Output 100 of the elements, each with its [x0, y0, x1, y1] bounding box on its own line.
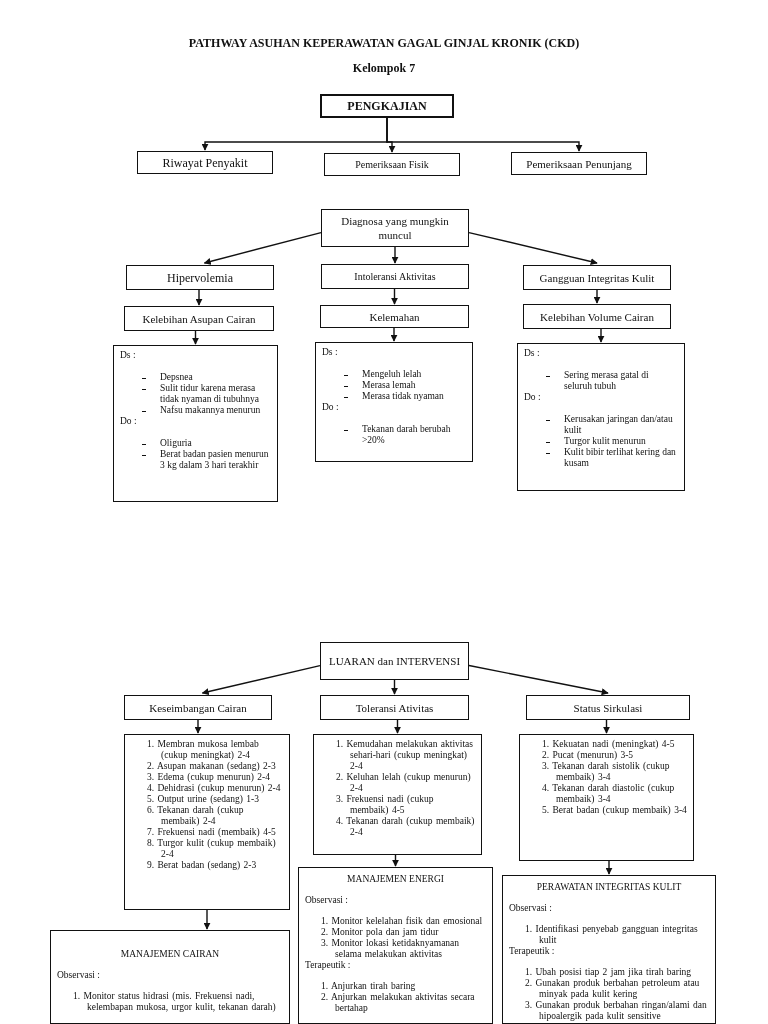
numbered-item: 9. Berat badan (sedang) 2-3 — [146, 860, 258, 871]
numbered-item: 3. Tekanan darah sistolik (cukup membaik) 3-4 — [541, 761, 671, 783]
process-box — [324, 153, 460, 176]
process-box — [320, 305, 469, 328]
list-box — [113, 345, 278, 502]
numbered-item: 8. Turgor kulit (cukup membaik) 2-4 — [146, 838, 277, 860]
list-item-text: Sulit tidur karena merasa tidak nyaman di tubuhnya — [160, 383, 260, 405]
numbered-item: 4. Tekanan darah (cukup membaik) 2-4 — [335, 816, 475, 838]
arrow — [192, 330, 199, 345]
numbered-item: 5. Output urine (sedang) 1-3 — [146, 794, 260, 805]
numbered-item: 6. Tekanan darah (cukup membaik) 2-4 — [146, 805, 245, 827]
arrow — [391, 679, 398, 695]
box-label: Keseimbangan Cairan — [148, 700, 248, 715]
process-box — [137, 151, 273, 174]
box-label: Hipervolemia — [166, 270, 234, 285]
arrow — [468, 231, 598, 265]
process-box — [523, 304, 671, 329]
section-label: Do : — [322, 402, 339, 412]
section-label: Ds : — [524, 348, 540, 358]
arrow — [390, 327, 398, 342]
box-label: Pemeriksaan Penunjang — [525, 156, 633, 171]
arrow — [597, 328, 605, 343]
numbered-item: 7. Frekuensi nadi (membaik) 4-5 — [146, 827, 277, 838]
section-label: Terapeutik : — [305, 960, 351, 970]
numbered-item: 1. Monitor status hidrasi (mis. Frekuensi nadi, kelembapan mukosa, urgor kulit, tekanan darah) — [72, 991, 277, 1013]
section-label: Observasi : — [509, 903, 552, 913]
section-label: Observasi : — [57, 970, 100, 980]
arrow — [593, 289, 601, 304]
numbered-item: 3. Monitor lokasi ketidaknyamanan selama melakukan aktivitas — [320, 938, 461, 960]
process-box — [320, 642, 469, 680]
numbered-item: 1. Ubah posisi tiap 2 jam jika tirah baring — [524, 967, 693, 978]
list-item-text: Oliguria — [160, 438, 192, 449]
section-label: Ds : — [120, 350, 136, 360]
process-box — [320, 695, 469, 720]
box-label: Pemeriksaan Fisik — [354, 157, 430, 172]
numbered-item: 3. Edema (cukup menurun) 2-4 — [146, 772, 271, 783]
numbered-item: 4. Tekanan darah diastolic (cukup membaik) 3-4 — [541, 783, 676, 805]
section-label: Observasi : — [305, 895, 348, 905]
list-box — [50, 930, 290, 1024]
box-label: Diagnosa yang mungkin muncul — [340, 214, 450, 242]
box-heading: MANAJEMEN ENERGI — [346, 874, 445, 885]
process-box — [321, 209, 469, 247]
box-label: Kelebihan Asupan Cairan — [141, 311, 257, 326]
numbered-item: 2. Gunakan produk berbahan petroleum atau minyak pada kulit kering — [524, 978, 701, 1000]
arrow — [203, 909, 211, 930]
list-box — [313, 734, 482, 855]
numbered-item: 1. Membran mukosa lembab (cukup meningkat) 2-4 — [146, 739, 260, 761]
list-item-text: Tekanan darah berubah >20% — [362, 424, 452, 446]
arrow — [386, 117, 583, 152]
section-label: Ds : — [322, 347, 338, 357]
list-box — [502, 875, 716, 1024]
process-box — [320, 94, 454, 118]
list-item-text: Sering merasa gatal di seluruh tubuh — [564, 370, 650, 392]
list-item-text: Merasa lemah — [362, 380, 416, 391]
numbered-item: 1. Kemudahan melakukan aktivitas sehari-hari (cukup meningkat) 2-4 — [335, 739, 475, 772]
list-item-text: Mengeluh lelah — [362, 369, 422, 380]
list-box — [124, 734, 290, 910]
process-box — [523, 265, 671, 290]
numbered-item: 1. Kekuatan nadi (meningkat) 4-5 — [541, 739, 676, 750]
list-item-text: Nafsu makannya menurun — [160, 405, 261, 416]
box-label: Riwayat Penyakit — [161, 155, 249, 170]
arrow — [203, 231, 322, 265]
list-box — [315, 342, 473, 462]
list-box — [517, 343, 685, 491]
box-label: Intoleransi Aktivitas — [353, 269, 437, 284]
arrow — [391, 246, 399, 264]
process-box — [526, 695, 690, 720]
list-item-text: Berat badan pasien menurun 3 kg dalam 3 hari terakhir — [160, 449, 270, 471]
numbered-item: 3. Frekuensi nadi (cukup membaik) 4-5 — [335, 794, 435, 816]
arrow — [392, 854, 399, 867]
numbered-item: 5. Berat badan (cukup membaik) 3-4 — [541, 805, 687, 816]
arrow — [468, 664, 609, 696]
box-label: Kelemahan — [368, 309, 421, 324]
numbered-item: 1. Identifikasi penyebab gangguan integritas kulit — [524, 924, 699, 946]
box-heading: PERAWATAN INTEGRITAS KULIT — [535, 882, 683, 893]
box-label: Kelebihan Volume Cairan — [539, 309, 655, 324]
numbered-item: 2. Anjurkan melakukan aktivitas secara bertahap — [320, 992, 476, 1014]
numbered-item: 1. Anjurkan tirah baring — [320, 981, 417, 992]
diagram-title: PATHWAY ASUHAN KEPERAWATAN GAGAL GINJAL KRONIK (CKD) — [187, 36, 581, 51]
arrow — [603, 719, 610, 734]
section-label: Do : — [524, 392, 541, 402]
list-item-text: Kerusakan jaringan dan/atau kulit — [564, 414, 674, 436]
process-box — [124, 695, 272, 720]
numbered-item: 1. Monitor kelelahan fisik dan emosional — [320, 916, 484, 927]
box-label: LUARAN dan INTERVENSI — [327, 654, 462, 668]
arrow — [201, 664, 321, 695]
numbered-item: 4. Dehidrasi (cukup menurun) 2-4 — [146, 783, 282, 794]
section-label: Do : — [120, 416, 137, 426]
group-label: Kelompok 7 — [351, 61, 417, 76]
numbered-item: 2. Pucat (menurun) 3-5 — [541, 750, 635, 761]
numbered-item: 3. Gunakan produk berbahan ringan/alami dan hipoalergik pada kulit sensitive — [524, 1000, 708, 1022]
numbered-item: 2. Asupan makanan (sedang) 2-3 — [146, 761, 277, 772]
process-box — [124, 306, 274, 331]
box-label: PENGKAJIAN — [346, 99, 428, 113]
list-item-text: Kulit bibir terlihat kering dan kusam — [564, 447, 677, 469]
arrow — [195, 289, 203, 306]
arrow — [391, 288, 398, 305]
process-box — [511, 152, 647, 175]
list-box — [519, 734, 694, 861]
box-label: Status Sirkulasi — [572, 700, 644, 715]
